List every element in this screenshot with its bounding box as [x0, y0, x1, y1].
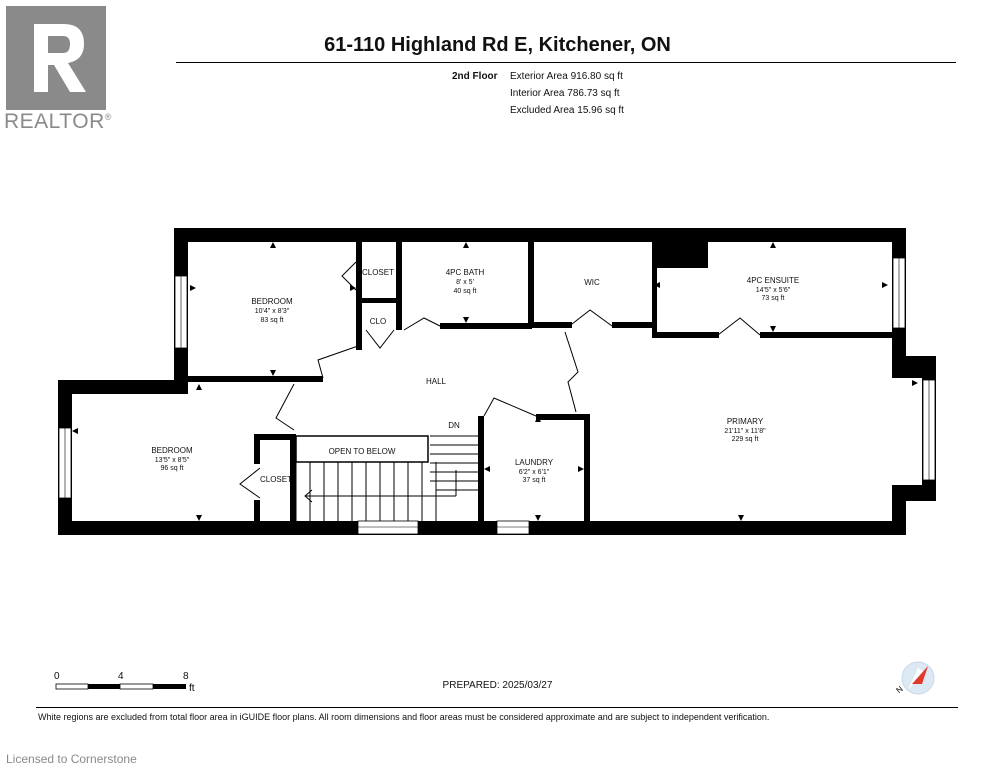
bath-area: 40 sq ft — [454, 288, 477, 295]
excluded-area: Excluded Area 15.96 sq ft — [510, 105, 624, 116]
compass-icon: N — [894, 661, 935, 695]
page-title: 61-110 Highland Rd E, Kitchener, ON — [324, 34, 671, 56]
window-ticks — [64, 258, 930, 528]
primary-dims: 21'11" x 11'8" — [724, 428, 766, 435]
disclaimer-divider — [36, 707, 958, 708]
scale-bar: ft — [55, 683, 195, 694]
realtor-wordmark: REALTOR® — [4, 110, 112, 133]
scale-label-0: 0 — [54, 671, 60, 682]
laundry-name: LAUNDRY — [515, 458, 554, 467]
scale-unit: ft — [189, 683, 195, 694]
primary-area: 229 sq ft — [732, 436, 759, 443]
exterior-area: Exterior Area 916.80 sq ft — [510, 71, 623, 82]
primary-name: PRIMARY — [727, 417, 764, 426]
realtor-logo-icon — [6, 6, 106, 110]
interior-area: Interior Area 786.73 sq ft — [510, 88, 620, 99]
bath-name: 4PC BATH — [446, 268, 485, 277]
scale-label-4: 4 — [118, 671, 124, 682]
prepared-date: PREPARED: 2025/03/27 — [442, 680, 553, 691]
bedroom2-area: 96 sq ft — [161, 465, 184, 472]
door-swings — [239, 261, 761, 499]
dimension-markers — [72, 242, 918, 521]
compass-north-label: N — [894, 684, 904, 695]
bedroom1-name: BEDROOM — [251, 297, 293, 306]
bedroom1-area: 83 sq ft — [261, 317, 284, 324]
windows — [58, 257, 936, 535]
ensuite-name: 4PC ENSUITE — [747, 276, 799, 285]
floor-label: 2nd Floor — [452, 71, 498, 82]
bedroom1-dims: 10'4" x 8'3" — [255, 308, 290, 315]
title-divider — [176, 62, 956, 63]
scale-label-8: 8 — [183, 671, 189, 682]
disclaimer: White regions are excluded from total fl… — [38, 712, 770, 722]
closet-top-label: CLOSET — [362, 268, 394, 277]
bedroom2-name: BEDROOM — [151, 446, 193, 455]
wic-label: WIC — [584, 278, 600, 287]
hall-label: HALL — [426, 377, 447, 386]
stairs — [295, 435, 478, 521]
interior-walls — [188, 242, 892, 521]
license-watermark: Licensed to Cornerstone — [6, 752, 137, 766]
ensuite-dims: 14'5" x 5'6" — [756, 287, 791, 294]
laundry-area: 37 sq ft — [523, 477, 546, 484]
open-to-below-label: OPEN TO BELOW — [329, 447, 396, 456]
closet-bottom-label: CLOSET — [260, 475, 292, 484]
stairs-down-label: DN — [448, 421, 460, 430]
laundry-dims: 6'2" x 6'1" — [519, 469, 550, 476]
bath-dims: 8' x 5' — [456, 279, 474, 286]
ensuite-area: 73 sq ft — [762, 295, 785, 302]
bedroom2-dims: 13'5" x 8'5" — [155, 457, 190, 464]
clo-label: CLO — [370, 317, 386, 326]
